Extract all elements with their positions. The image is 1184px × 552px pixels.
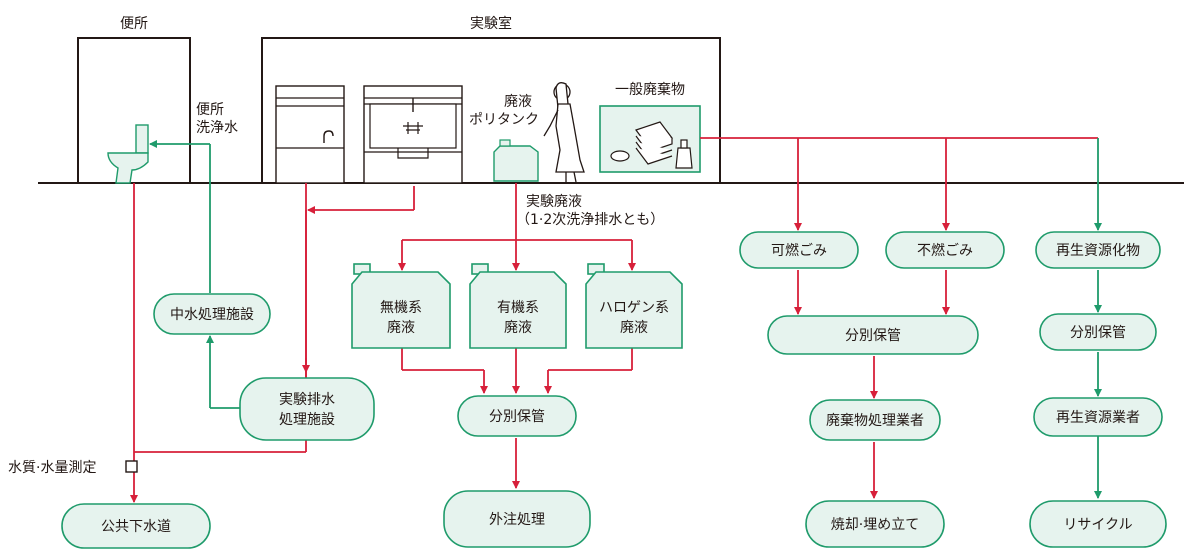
- toilet-room-label: 便所: [120, 16, 148, 32]
- node-noncombustible-label: 不燃ごみ: [917, 242, 973, 259]
- node-outsource-label: 外注処理: [489, 512, 545, 528]
- poly-tank-label-1: 廃液: [504, 93, 532, 110]
- node-lab-drain-label-2: 処理施設: [279, 412, 335, 428]
- lab-sink-unit-2-icon: [363, 85, 463, 184]
- red-flow-lines: [130, 137, 1098, 503]
- node-sort-store-waste-label: 分別保管: [845, 328, 901, 344]
- node-incinerate-label: 焼却·埋め立て: [831, 517, 919, 533]
- node-public-sewer-label: 公共下水道: [101, 519, 171, 535]
- tank-halogen: ハロゲン系 廃液: [585, 263, 683, 349]
- general-waste-label: 一般廃棄物: [615, 81, 685, 98]
- node-recycle-contractor: 再生資源業者: [1033, 397, 1163, 437]
- node-recycle: リサイクル: [1029, 500, 1167, 548]
- node-recycle-label: リサイクル: [1063, 517, 1132, 533]
- lab-waste-label-1: 実験廃液: [526, 193, 582, 210]
- green-flow-lines: [149, 138, 1102, 499]
- node-outsource: 外注処理: [443, 490, 591, 548]
- person-icon: [543, 82, 585, 183]
- node-lab-drain-facility: 実験排水 処理施設: [239, 377, 375, 441]
- toilet-icon: [107, 124, 149, 184]
- node-waste-contractor-label: 廃棄物処理業者: [826, 412, 924, 429]
- flush-water-label-1: 便所: [196, 102, 224, 118]
- node-noncombustible: 不燃ごみ: [885, 231, 1005, 269]
- node-greywater-label: 中水処理施設: [170, 307, 254, 323]
- node-recyclable: 再生資源化物: [1035, 231, 1161, 269]
- measure-label: 水質·水量測定: [8, 460, 96, 476]
- tank-organic: 有機系 廃液: [469, 263, 567, 349]
- node-combustible-label: 可燃ごみ: [771, 242, 827, 259]
- tank-halogen-label-2: 廃液: [620, 319, 648, 336]
- node-waste-contractor: 廃棄物処理業者: [809, 399, 941, 441]
- tank-halogen-label-1: ハロゲン系: [599, 300, 669, 316]
- lab-waste-label-2: （1·2次洗浄排水とも）: [516, 212, 664, 228]
- poly-tank-label-2: ポリタンク: [469, 112, 539, 128]
- node-public-sewer: 公共下水道: [61, 503, 211, 549]
- node-sort-store-liquid: 分別保管: [457, 395, 577, 437]
- tank-organic-label-1: 有機系: [497, 300, 539, 316]
- tank-inorganic-label-1: 無機系: [380, 300, 422, 316]
- lab-sink-unit-1-icon: [275, 85, 345, 184]
- node-lab-drain-label-1: 実験排水: [279, 392, 335, 408]
- lab-room-label: 実験室: [470, 15, 512, 32]
- tank-inorganic-label-2: 廃液: [387, 319, 415, 336]
- node-combustible: 可燃ごみ: [739, 231, 859, 269]
- tank-organic-label-2: 廃液: [504, 319, 532, 336]
- node-recyclable-label: 再生資源化物: [1056, 243, 1140, 259]
- flush-water-label-2: 洗浄水: [196, 120, 238, 136]
- node-sort-store-recycle: 分別保管: [1039, 313, 1157, 351]
- node-recycle-contractor-label: 再生資源業者: [1056, 410, 1140, 426]
- waste-items-icon: [610, 121, 693, 169]
- node-sort-store-waste: 分別保管: [767, 315, 979, 355]
- node-greywater: 中水処理施設: [153, 293, 271, 335]
- node-incinerate: 焼却·埋め立て: [805, 500, 945, 548]
- node-sort-store-liquid-label: 分別保管: [489, 409, 545, 425]
- measure-box: [125, 460, 138, 473]
- poly-tank-icon: [493, 139, 539, 182]
- tank-inorganic: 無機系 廃液: [351, 263, 451, 349]
- node-sort-store-recycle-label: 分別保管: [1070, 325, 1126, 341]
